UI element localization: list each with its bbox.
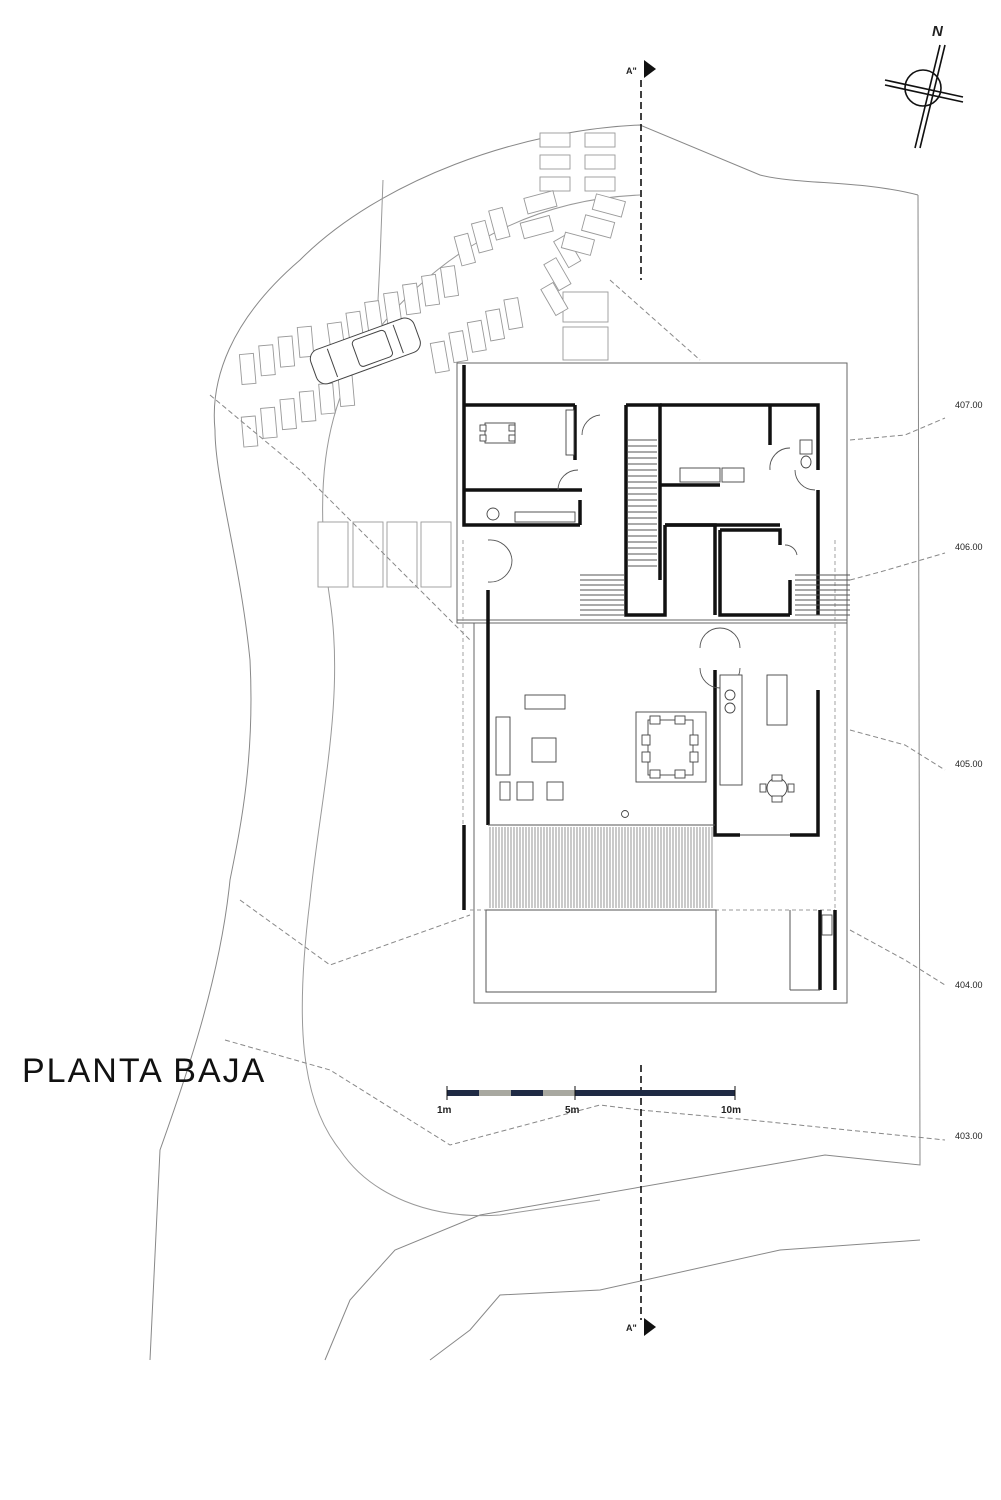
contour-labels: 407.00 406.00 405.00 404.00 403.00 (955, 400, 983, 1141)
contour-label-404: 404.00 (955, 980, 983, 990)
door-swings (487, 414, 816, 689)
stairs (580, 439, 850, 616)
section-label-top: A" (626, 66, 637, 76)
thin-lines (485, 824, 820, 993)
walls (462, 365, 837, 990)
deck-hatch (489, 827, 713, 908)
contour-lines (209, 279, 946, 1146)
site-boundary (149, 124, 921, 1361)
plan-title: PLANTA BAJA (22, 1052, 267, 1090)
section-label-bottom: A" (626, 1323, 637, 1333)
scale-label-10m: 10m (721, 1105, 741, 1116)
furniture (479, 409, 833, 936)
paving-slabs (238, 132, 626, 588)
car-icon (309, 317, 421, 385)
contour-label-406: 406.00 (955, 542, 983, 552)
north-label: N (932, 23, 944, 40)
contour-label-405: 405.00 (955, 759, 983, 769)
north-arrow-icon (884, 44, 964, 149)
scale-bar: 1m 5m 10m (437, 1086, 741, 1116)
scale-label-5m: 5m (565, 1105, 580, 1116)
scale-label-1m: 1m (437, 1105, 452, 1116)
contour-label-403: 403.00 (955, 1131, 983, 1141)
section-arrows (644, 60, 656, 1336)
house-footprint (456, 362, 848, 1004)
contour-label-407: 407.00 (955, 400, 983, 410)
